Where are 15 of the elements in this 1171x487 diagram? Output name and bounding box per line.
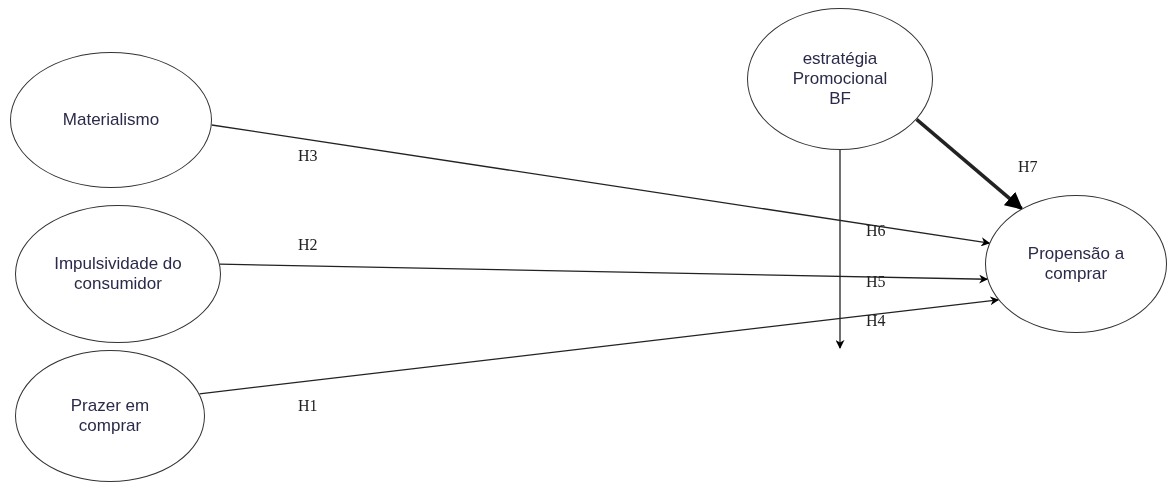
edge-label: H1	[298, 397, 318, 415]
construct-name: Impulsividade do consumidor	[53, 254, 183, 294]
edge-label: H2	[298, 236, 318, 254]
construct-name: Propensão a comprar	[1026, 244, 1126, 284]
arrow	[219, 263, 989, 284]
arrow	[915, 118, 1023, 211]
construct-name: Prazer em comprar	[69, 396, 151, 436]
construct-name: estratégia Promocional BF	[791, 49, 889, 109]
hypothesis-label: H4	[866, 312, 886, 330]
construct-name: Materialismo	[62, 110, 160, 130]
edge-label: H7	[1018, 158, 1038, 176]
arrow	[835, 149, 845, 349]
hypothesis-label: H5	[866, 273, 886, 291]
arrow	[211, 124, 991, 247]
edge-label: H3	[298, 147, 318, 165]
